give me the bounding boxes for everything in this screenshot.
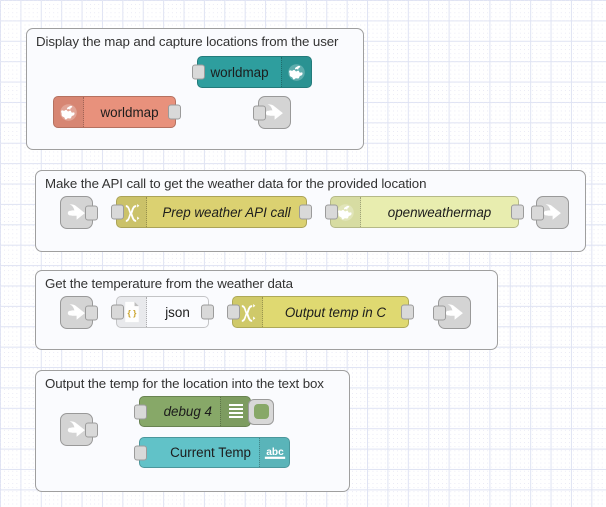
function-icon — [233, 297, 263, 327]
svg-text:abc: abc — [266, 446, 284, 457]
link-out-icon — [443, 301, 467, 325]
link-in-icon — [65, 418, 89, 442]
output-port[interactable] — [85, 305, 98, 320]
node-label: worldmap — [100, 104, 159, 120]
input-port[interactable] — [192, 64, 205, 80]
input-port[interactable] — [253, 105, 266, 120]
input-port[interactable] — [134, 404, 147, 419]
node-prep-weather[interactable]: Prep weather API call — [111, 196, 312, 228]
debug-toggle-indicator — [253, 404, 269, 419]
node-label: debug 4 — [163, 404, 212, 419]
link-out-node[interactable] — [433, 296, 471, 329]
link-in-node[interactable] — [60, 196, 98, 229]
node-label: Prep weather API call — [162, 204, 291, 220]
svg-text:{ }: { } — [127, 308, 137, 318]
node-label: json — [165, 304, 190, 320]
input-port[interactable] — [531, 205, 544, 220]
input-port[interactable] — [111, 204, 124, 220]
link-in-icon — [65, 201, 89, 225]
group-title: Make the API call to get the weather dat… — [45, 176, 427, 191]
group-title: Get the temperature from the weather dat… — [45, 276, 293, 291]
node-output-temp[interactable]: Output temp in C — [227, 296, 414, 328]
output-port[interactable] — [511, 204, 524, 220]
output-port[interactable] — [85, 205, 98, 220]
flow-group[interactable]: Display the map and capture locations fr… — [26, 28, 364, 150]
node-openweathermap[interactable]: openweathermap — [325, 196, 524, 228]
input-port[interactable] — [111, 304, 124, 320]
input-port[interactable] — [325, 204, 338, 220]
group-title: Display the map and capture locations fr… — [36, 34, 339, 49]
input-port[interactable] — [134, 445, 147, 460]
node-label: worldmap — [210, 64, 269, 80]
abc-icon: abc — [259, 438, 289, 467]
node-label: openweathermap — [387, 204, 492, 220]
input-port[interactable] — [227, 304, 240, 320]
node-worldmap-out[interactable]: worldmap — [192, 56, 312, 88]
node-label: Output temp in C — [284, 304, 387, 320]
input-port[interactable] — [433, 305, 446, 320]
output-port[interactable] — [299, 204, 312, 220]
globe-icon — [54, 97, 84, 127]
link-in-node[interactable] — [60, 296, 98, 329]
link-out-icon — [541, 201, 565, 225]
node-current-temp[interactable]: Current Temp abc — [134, 437, 290, 468]
globe-icon — [281, 57, 311, 87]
link-in-icon — [65, 301, 89, 325]
output-port[interactable] — [85, 422, 98, 437]
debug-lines-icon — [220, 397, 250, 426]
output-port[interactable] — [401, 304, 414, 320]
group-title: Output the temp for the location into th… — [45, 376, 324, 391]
node-label: Current Temp — [170, 445, 251, 460]
debug-enable-toggle[interactable] — [248, 398, 274, 425]
link-out-node[interactable] — [531, 196, 569, 229]
node-json-node[interactable]: { } json — [111, 296, 214, 328]
node-debug-4[interactable]: debug 4 — [134, 396, 274, 427]
link-out-node[interactable] — [253, 96, 291, 129]
output-port[interactable] — [201, 304, 214, 320]
node-worldmap-in[interactable]: worldmap — [53, 96, 181, 128]
output-port[interactable] — [168, 104, 181, 120]
link-in-node[interactable] — [60, 413, 98, 446]
link-out-icon — [263, 101, 287, 125]
